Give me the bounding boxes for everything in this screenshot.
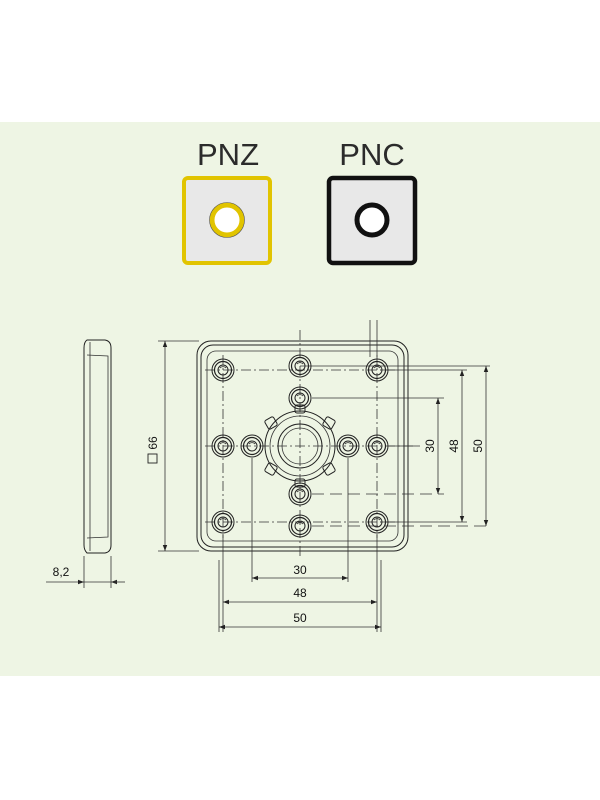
horizontal-dimension-48-label: 48 — [293, 586, 307, 600]
front-view: 66 30 48 50 30 48 — [146, 320, 490, 632]
pnz-swatch-icon — [182, 176, 272, 265]
overall-size-label: 66 — [146, 436, 160, 450]
variant-pnz: PNZ — [182, 137, 272, 265]
variant-pnz-label: PNZ — [197, 137, 259, 172]
variant-pnc: PNC — [326, 137, 418, 266]
horizontal-dimension-50-label: 50 — [293, 611, 307, 625]
variant-pnc-label: PNC — [339, 137, 404, 172]
side-thickness-label: 8,2 — [53, 565, 70, 579]
vertical-dimension-30-label: 30 — [423, 439, 437, 453]
pnc-swatch-icon — [326, 175, 418, 266]
horizontal-dimension-30-label: 30 — [293, 563, 307, 577]
vertical-dimension-48-label: 48 — [447, 439, 461, 453]
center-hub-icon — [264, 404, 336, 488]
square-symbol-icon — [147, 453, 158, 464]
side-view: 8,2 — [46, 339, 125, 588]
vertical-dimension-50-label: 50 — [471, 439, 485, 453]
